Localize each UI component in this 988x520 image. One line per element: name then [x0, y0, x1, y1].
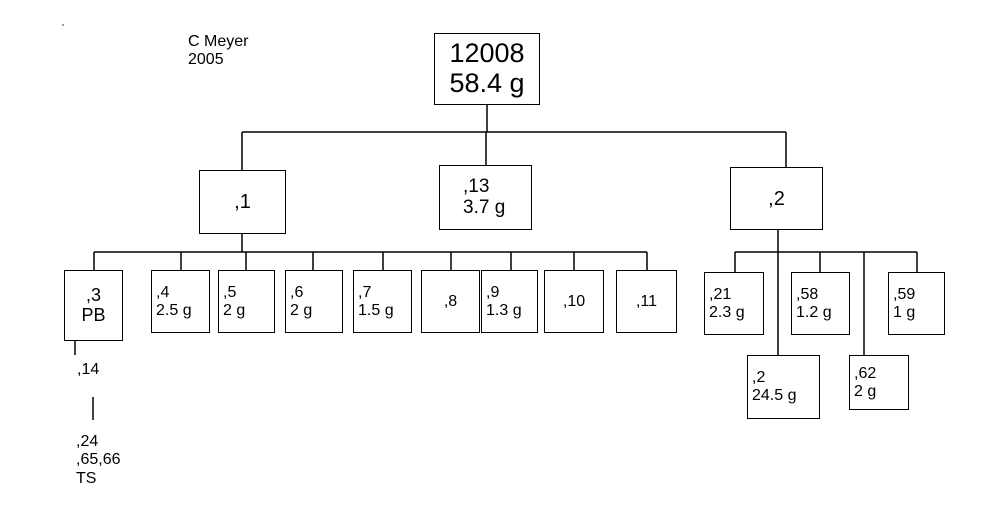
node-14-id: ,14	[77, 361, 100, 378]
node-21[interactable]: ,21 2.3 g	[704, 272, 764, 335]
node-4[interactable]: ,4 2.5 g	[151, 270, 210, 333]
node-11[interactable]: ,11	[616, 270, 677, 333]
node-4-id: ,4	[156, 283, 170, 301]
edge-group	[74, 105, 918, 420]
node-59-id: ,59	[893, 285, 916, 303]
node-2-sub-id: ,2	[752, 369, 766, 387]
node-62-weight: 2 g	[854, 382, 877, 400]
node-9-id: ,9	[486, 283, 500, 301]
node-59-weight: 1 g	[893, 303, 916, 321]
node-24[interactable]: ,24 ,65,66 TS	[76, 433, 120, 488]
node-62-id: ,62	[854, 364, 877, 382]
node-1[interactable]: ,1	[199, 170, 286, 234]
node-2-sub[interactable]: ,2 24.5 g	[747, 355, 820, 419]
node-5[interactable]: ,5 2 g	[218, 270, 275, 333]
node-5-weight: 2 g	[223, 301, 246, 319]
credit-label: C Meyer 2005	[188, 33, 248, 70]
node-2-id: ,2	[768, 187, 785, 210]
credit-year: 2005	[188, 51, 224, 69]
node-8-id: ,8	[443, 292, 458, 310]
node-58-weight: 1.2 g	[796, 303, 832, 321]
node-3-id: ,3	[85, 284, 101, 305]
node-1-id: ,1	[234, 191, 251, 213]
node-21-id: ,21	[709, 285, 732, 303]
node-13[interactable]: ,13 3.7 g	[439, 165, 532, 230]
node-9-weight: 1.3 g	[486, 301, 522, 319]
node-13-id: ,13	[463, 175, 490, 197]
node-9[interactable]: ,9 1.3 g	[481, 270, 538, 333]
node-2[interactable]: ,2	[730, 167, 823, 230]
node-24-label: TS	[76, 469, 97, 487]
node-62[interactable]: ,62 2 g	[849, 355, 909, 410]
stray-mark	[62, 24, 64, 26]
node-59[interactable]: ,59 1 g	[888, 272, 945, 335]
node-3-label: PB	[81, 304, 106, 325]
node-8[interactable]: ,8	[421, 270, 480, 333]
node-7-id: ,7	[358, 283, 372, 301]
node-root-weight: 58.4 g	[449, 68, 525, 98]
node-58-id: ,58	[796, 285, 819, 303]
node-58[interactable]: ,58 1.2 g	[791, 272, 850, 335]
node-24-id: ,24	[76, 433, 99, 450]
node-root[interactable]: 12008 58.4 g	[434, 33, 540, 105]
node-21-weight: 2.3 g	[709, 303, 745, 321]
node-5-id: ,5	[223, 283, 237, 301]
node-6[interactable]: ,6 2 g	[285, 270, 343, 333]
node-14[interactable]: ,14	[77, 361, 99, 379]
node-4-weight: 2.5 g	[156, 301, 192, 319]
node-13-weight: 3.7 g	[463, 196, 506, 218]
node-7[interactable]: ,7 1.5 g	[353, 270, 412, 333]
node-11-id: ,11	[635, 292, 658, 310]
credit-author: C Meyer	[188, 33, 249, 50]
node-3[interactable]: ,3 PB	[64, 270, 123, 341]
node-root-id: 12008	[449, 38, 525, 69]
node-10[interactable]: ,10	[544, 270, 604, 333]
node-10-id: ,10	[562, 292, 586, 310]
node-6-id: ,6	[290, 283, 304, 301]
node-6-weight: 2 g	[290, 301, 313, 319]
node-2-sub-weight: 24.5 g	[752, 387, 797, 404]
node-24-subsplits: ,65,66	[76, 451, 121, 469]
node-7-weight: 1.5 g	[358, 301, 394, 319]
